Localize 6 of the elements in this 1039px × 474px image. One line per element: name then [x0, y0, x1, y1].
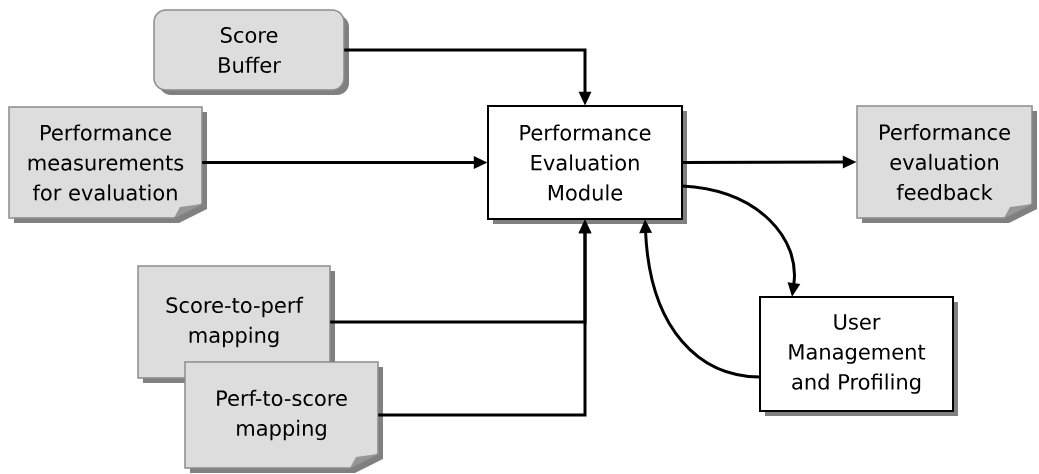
- rounded-box: Score Buffer: [153, 9, 349, 95]
- note-box: Performance measurements for evaluation: [8, 106, 207, 223]
- process-box: Performance Evaluation Module: [487, 105, 687, 224]
- note-box: Perf-to-score mapping: [184, 361, 383, 473]
- process-box: User Management and Profiling: [759, 296, 958, 416]
- note-box: Performance evaluation feedback: [856, 105, 1037, 223]
